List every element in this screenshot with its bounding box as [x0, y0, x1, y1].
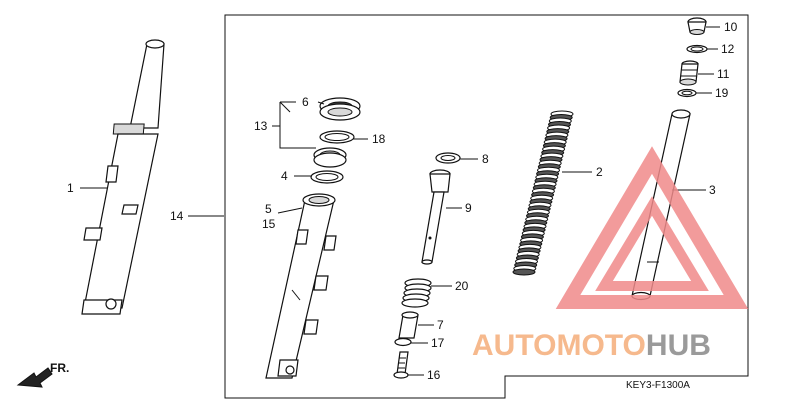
damper-rod-illustration	[421, 169, 451, 265]
callout-15: 15	[262, 217, 276, 231]
oil-lock-piece-illustration	[398, 311, 419, 339]
spring-coil	[512, 268, 536, 276]
callout-2: 2	[596, 165, 603, 179]
oil-seal-illustration	[319, 97, 361, 121]
callout-labels: 1 2 3 4 5 6 7 8 9 10 11 12 13 14 15 16 1…	[67, 20, 738, 382]
callout-16: 16	[427, 368, 441, 382]
callout-14: 14	[170, 209, 184, 223]
rebound-spring-illustration	[401, 278, 432, 308]
callout-4: 4	[281, 169, 288, 183]
callout-7: 7	[437, 318, 444, 332]
fork-bolt-illustration	[687, 17, 707, 35]
callout-6: 6	[302, 95, 309, 109]
watermark-logo	[555, 146, 749, 309]
o-ring-illustration	[686, 44, 708, 54]
callout-12: 12	[721, 42, 735, 56]
callout-10: 10	[724, 20, 738, 34]
diagram-frame	[224, 14, 749, 399]
diagram-code: KEY3-F1300A	[626, 380, 690, 391]
direction-label: FR.	[50, 361, 69, 375]
callout-1: 1	[67, 181, 74, 195]
callout-19: 19	[715, 86, 729, 100]
callout-13: 13	[254, 119, 268, 133]
callout-18: 18	[372, 132, 386, 146]
callout-9: 9	[465, 201, 472, 215]
bushing-illustration	[310, 170, 344, 184]
watermark-text: AUTOMOTOHUB	[472, 329, 711, 362]
piston-ring-illustration	[435, 152, 461, 164]
callout-8: 8	[482, 152, 489, 166]
spring-collar-illustration	[679, 60, 699, 86]
fork-spring-illustration	[512, 110, 574, 276]
callout-11: 11	[717, 67, 730, 81]
callout-5: 5	[265, 202, 272, 216]
sealing-washer-illustration	[394, 337, 412, 347]
back-up-ring-illustration	[313, 147, 347, 168]
front-direction-arrow: FR.	[16, 361, 69, 388]
fork-assembly-illustration	[81, 39, 165, 315]
socket-bolt-illustration	[393, 351, 409, 379]
watermark-part2: HUB	[646, 329, 711, 362]
leader-lines	[80, 26, 720, 376]
slider-illustration	[265, 193, 337, 379]
spring-seat-illustration	[677, 88, 697, 98]
callout-20: 20	[455, 279, 469, 293]
callout-17: 17	[431, 336, 445, 350]
callout-3: 3	[709, 183, 716, 197]
watermark-part1: AUTOMOTO	[472, 329, 646, 362]
stopper-ring-illustration	[319, 130, 355, 144]
